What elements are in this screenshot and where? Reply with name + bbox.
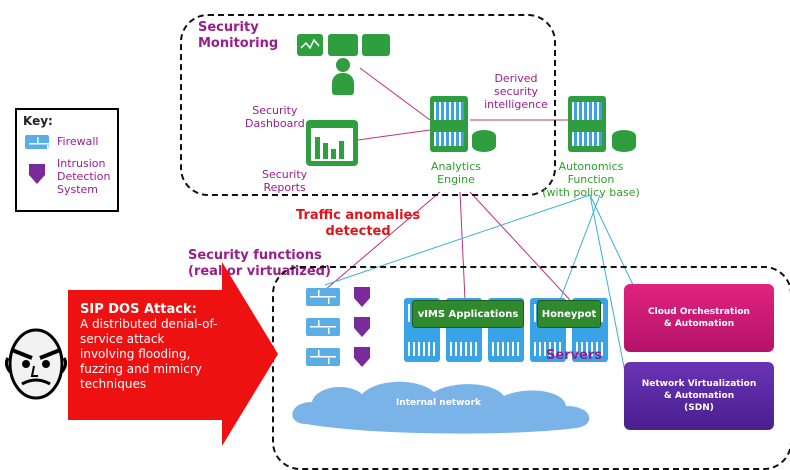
monitor-panels-icon (362, 34, 390, 56)
analytics-engine-server-icon (430, 96, 468, 152)
ids-shield-icon-1 (354, 287, 370, 307)
attacker-face-icon (4, 328, 68, 400)
firewall-icon-3 (306, 348, 340, 366)
security-monitoring-region (180, 14, 556, 196)
ids-shield-icon-3 (354, 347, 370, 367)
attack-description: SIP DOS Attack: A distributed denial-of-… (80, 302, 218, 391)
servers-label: Servers (546, 348, 603, 363)
network-virtualization-panel: Network Virtualization& Automation(SDN) (624, 362, 774, 430)
firewall-icon-2 (306, 318, 340, 336)
security-report-icon (306, 120, 358, 166)
firewall-icon-1 (306, 288, 340, 306)
autonomics-server-icon (568, 96, 606, 152)
autonomics-database-icon (612, 130, 636, 152)
analytics-database-icon (472, 130, 496, 152)
cloud-orchestration-panel: Cloud Orchestration& Automation (624, 284, 774, 352)
attack-title: SIP DOS Attack: (80, 302, 197, 317)
key-firewall-label: Firewall (57, 135, 99, 148)
monitor-grid-icon (328, 34, 358, 56)
key-title: Key: (23, 114, 53, 128)
vims-applications-box: vIMS Applications (412, 300, 524, 328)
internal-network-cloud (292, 381, 590, 434)
firewall-icon (25, 135, 49, 149)
internal-network-label: Internal network (396, 398, 482, 408)
monitor-chart-icon (297, 34, 323, 56)
connector-lines (324, 67, 646, 373)
honeypot-box: Honeypot (537, 300, 601, 328)
ids-shield-icon (29, 164, 45, 184)
attack-arrow (68, 262, 278, 446)
ids-shield-icon-2 (354, 317, 370, 337)
operator-person-icon (332, 58, 354, 96)
